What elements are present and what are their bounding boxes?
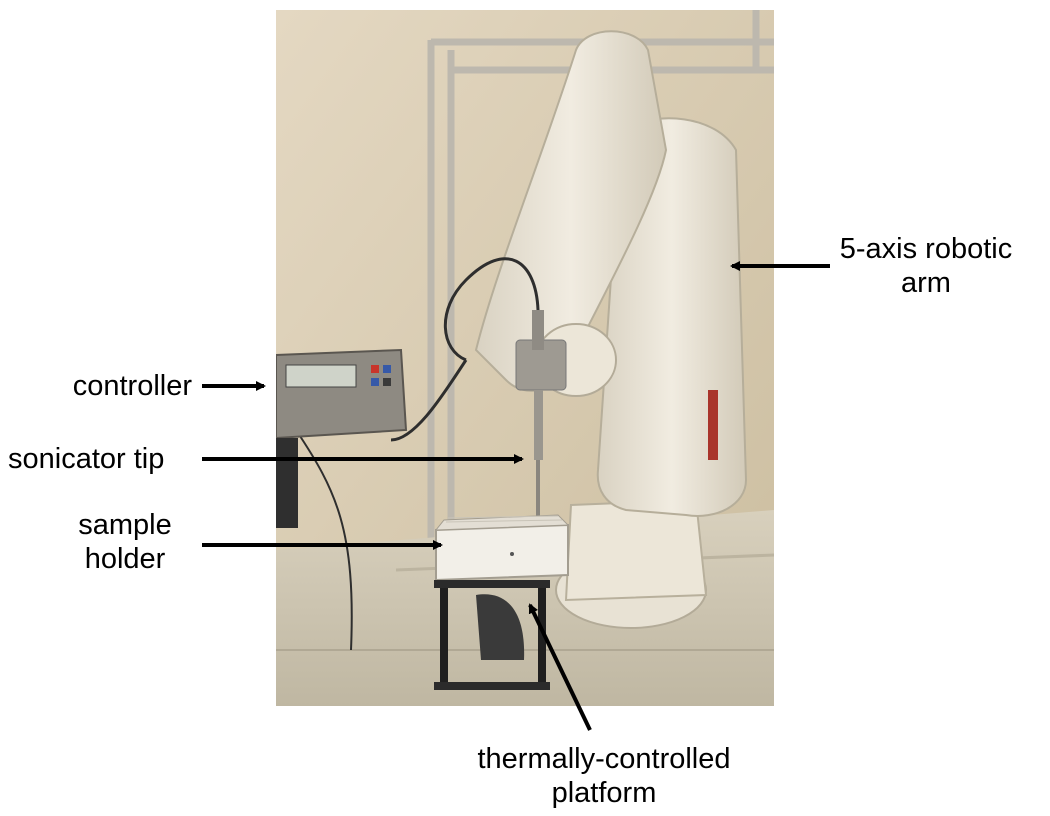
label-sonicator-tip: sonicator tip xyxy=(8,442,164,476)
lab-photo xyxy=(276,10,774,706)
label-robotic-arm-line1: 5-axis robotic xyxy=(839,233,1013,265)
label-platform-line1: thermally-controlled xyxy=(477,743,731,775)
cable xyxy=(390,257,540,442)
label-controller: controller xyxy=(20,369,192,403)
sonicator-rod xyxy=(532,310,544,350)
label-platform-line2: platform xyxy=(551,777,657,809)
label-sonicator-tip-text: sonicator tip xyxy=(8,443,165,475)
label-sample-holder: sample holder xyxy=(60,508,190,576)
label-robotic-arm-line2: arm xyxy=(901,267,951,299)
label-sample-holder-line1: sample xyxy=(78,509,172,541)
label-platform: thermally-controlled platform xyxy=(446,742,762,810)
sample-holder-block xyxy=(434,514,570,582)
label-robotic-arm: 5-axis robotic arm xyxy=(828,232,1024,300)
label-sample-holder-line2: holder xyxy=(84,543,166,575)
controller-box xyxy=(276,348,408,528)
label-controller-text: controller xyxy=(72,370,192,402)
